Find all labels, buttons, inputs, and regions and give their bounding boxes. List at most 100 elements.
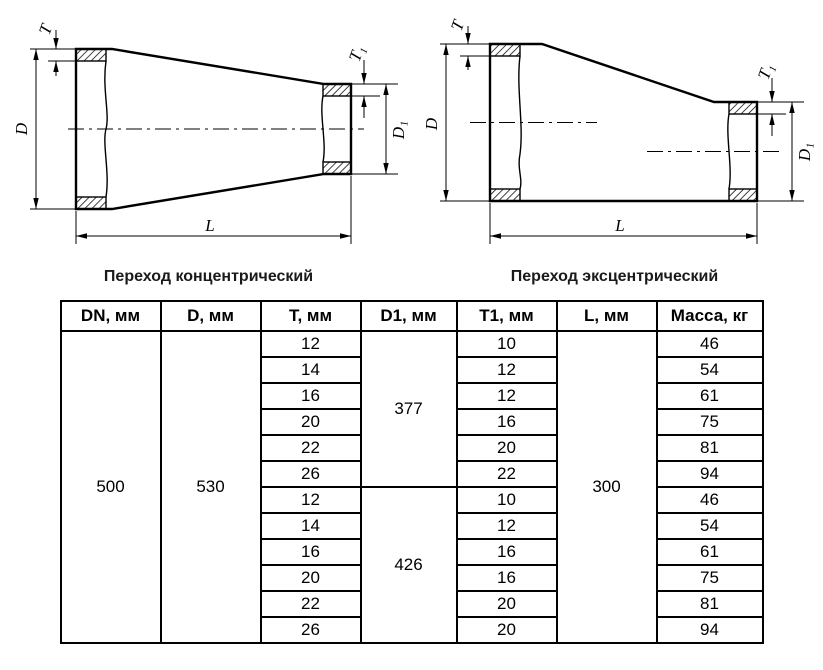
cell-t: 26	[259, 616, 362, 644]
cell-t1: 20	[455, 616, 558, 644]
arrowhead	[33, 198, 39, 209]
cell-mass: 46	[655, 330, 764, 358]
dim-label-d1: D₁	[795, 143, 814, 162]
arrowhead	[53, 61, 59, 72]
arrowhead	[76, 233, 87, 239]
table-row: 22 20 81	[61, 434, 764, 462]
cell-t: 26	[259, 460, 362, 488]
cell-t1: 12	[455, 512, 558, 540]
arrowhead	[53, 38, 59, 49]
cell-mass: 61	[655, 382, 764, 410]
arrowhead	[465, 56, 471, 67]
cell-t1: 16	[455, 408, 558, 436]
table-row: 16 12 61	[61, 382, 764, 410]
dim-label-t: T	[447, 16, 469, 33]
break-line-left	[518, 55, 522, 190]
cell-mass: 75	[655, 408, 764, 436]
cell-t1: 12	[455, 356, 558, 384]
dim-ext-l	[75, 176, 352, 244]
hatch-right-bottom	[728, 188, 758, 202]
arrowhead	[490, 233, 501, 239]
cell-mass: 61	[655, 538, 764, 566]
table-row: 12 426 10 46	[61, 486, 764, 644]
arrowhead	[769, 91, 775, 102]
cell-t1: 10	[455, 486, 558, 514]
table-row: 20 16 75	[61, 408, 764, 436]
table-row: 14 12 54	[61, 356, 764, 384]
arrowhead	[443, 44, 449, 55]
arrowhead	[33, 49, 39, 60]
dim-label-d1: D₁	[389, 121, 408, 140]
arrowhead	[789, 190, 795, 201]
cell-l: 300	[555, 330, 658, 644]
cell-t: 22	[259, 590, 362, 618]
cell-mass: 94	[655, 460, 764, 488]
cell-d1: 377	[359, 330, 458, 488]
hatch-left-top	[75, 48, 107, 62]
dim-label-l: L	[614, 216, 624, 235]
hatch-left-top	[489, 43, 521, 57]
cell-mass: 46	[655, 486, 764, 514]
table-row: 20 16 75	[61, 564, 764, 592]
dim-label-d: D	[422, 117, 441, 131]
col-header-l: L, мм	[555, 300, 658, 332]
table-row: 16 16 61	[61, 538, 764, 566]
arrowhead	[340, 233, 351, 239]
arrowhead	[746, 233, 757, 239]
arrowhead	[383, 163, 389, 174]
cell-t: 16	[259, 538, 362, 566]
cell-mass: 81	[655, 434, 764, 462]
eccentric-caption: Переход эксцентрический	[510, 268, 719, 285]
col-header-mass: Масса, кг	[655, 300, 764, 332]
cell-t: 16	[259, 382, 362, 410]
concentric-caption: Переход концентрический	[103, 268, 314, 285]
arrowhead	[443, 190, 449, 201]
cell-mass: 94	[655, 616, 764, 644]
dim-ext-d	[30, 48, 76, 210]
cell-t1: 16	[455, 564, 558, 592]
break-line-left	[104, 60, 108, 198]
cell-t: 12	[259, 486, 362, 514]
dim-label-t: T	[35, 20, 57, 37]
cell-t1: 12	[455, 382, 558, 410]
arrowhead	[465, 33, 471, 44]
table-row: 14 12 54	[61, 512, 764, 540]
dim-label-t1: T₁	[345, 43, 368, 64]
cell-t: 22	[259, 434, 362, 462]
concentric-reducer-figure: D T T₁ D₁	[6, 4, 411, 286]
cell-t1: 10	[455, 330, 558, 358]
arrowhead	[769, 114, 775, 125]
arrowhead	[789, 102, 795, 113]
break-line-right	[321, 95, 325, 163]
eccentric-reducer-figure: D T T₁ D₁	[412, 4, 817, 286]
cell-mass: 81	[655, 590, 764, 618]
header-row: DN, мм D, мм T, мм D1, мм T1, мм L, мм М…	[59, 300, 764, 332]
col-header-d1: D1, мм	[359, 300, 458, 332]
dim-ext-d1	[757, 101, 804, 202]
cell-mass: 54	[655, 356, 764, 384]
concentric-reducer-drawing: D T T₁ D₁	[12, 20, 408, 244]
cell-mass: 75	[655, 564, 764, 592]
arrowhead	[361, 96, 367, 107]
col-header-t1: T1, мм	[455, 300, 558, 332]
hatch-left-bottom	[489, 188, 521, 202]
table-row: 500 530 12 377 10 300 46	[59, 330, 764, 644]
table-row: 26 20 94	[61, 616, 764, 644]
table-row: 22 20 81	[61, 590, 764, 618]
dim-ext-d	[440, 43, 490, 202]
col-header-dn: DN, мм	[59, 300, 162, 332]
drawings-row: D T T₁ D₁	[0, 0, 823, 286]
cell-t1: 16	[455, 538, 558, 566]
cell-mass: 54	[655, 512, 764, 540]
cell-t: 20	[259, 564, 362, 592]
hatch-left-bottom	[75, 196, 107, 210]
col-header-t: T, мм	[259, 300, 362, 332]
cell-t: 20	[259, 408, 362, 436]
table-row: 26 22 94	[61, 460, 764, 488]
hatch-right-top	[322, 83, 352, 97]
dim-ext-d1	[351, 83, 398, 175]
dim-label-t1: T₁	[754, 61, 777, 82]
cell-t: 14	[259, 356, 362, 384]
arrowhead	[383, 84, 389, 95]
